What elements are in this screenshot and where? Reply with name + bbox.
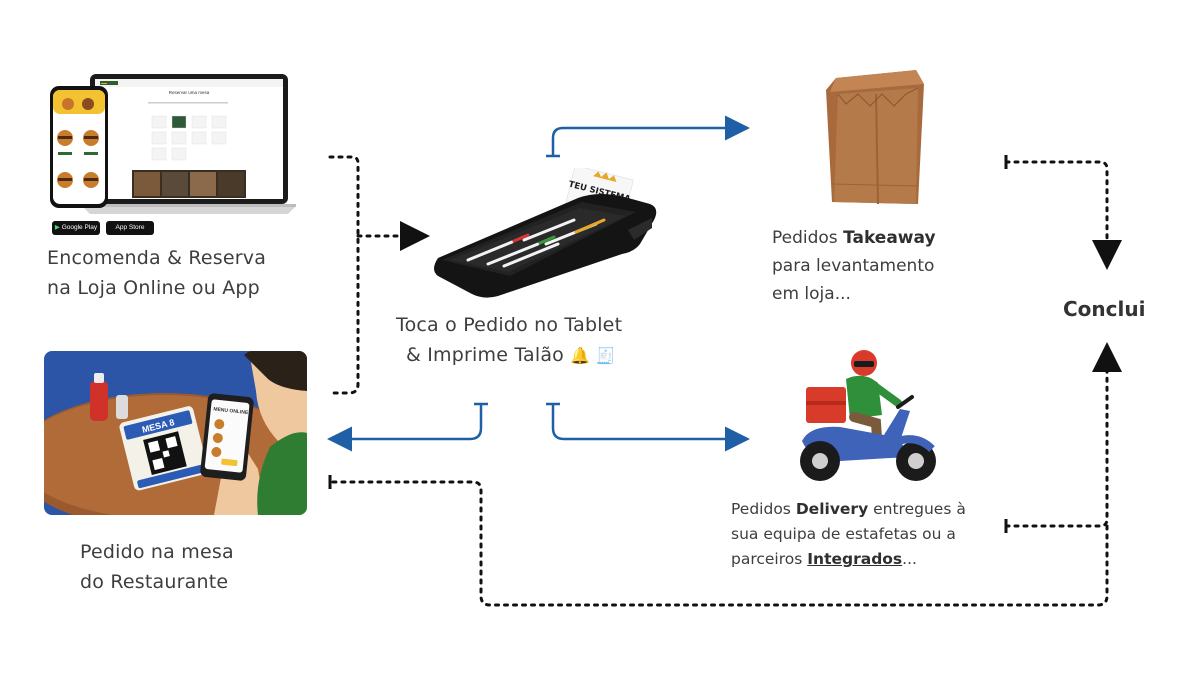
end-label: Conclui xyxy=(1063,297,1146,321)
connector-takeaway-to-end xyxy=(1004,160,1122,270)
arrow-to-delivery xyxy=(551,404,750,452)
takeaway-caption: Pedidos Takeaway para levantamento em lo… xyxy=(772,228,936,304)
takeaway-bag-icon xyxy=(826,70,924,205)
takeaway-keyword: Takeaway xyxy=(843,228,936,248)
online-order-caption: Encomenda & Reserva na Loja Online ou Ap… xyxy=(47,243,327,303)
app-store-badge[interactable]: App Store xyxy=(106,221,154,235)
online-caption-line1: Encomenda & Reserva xyxy=(47,247,267,269)
table-order-caption: Pedido na mesa do Restaurante xyxy=(80,537,340,597)
pos-tablet-illustration: TEU SISTEMA xyxy=(434,168,657,298)
online-order-illustration: Reservar uma mesa xyxy=(50,74,296,214)
connector-end-to-restaurant xyxy=(328,480,1109,607)
laptop-image: Reservar uma mesa xyxy=(82,74,296,214)
tablet-caption-line1: Toca o Pedido no Tablet xyxy=(396,314,623,336)
restaurant-table-illustration: MESA 8 MENU ONLINE xyxy=(44,351,307,515)
delivery-keyword: Delivery xyxy=(795,500,869,518)
phone-image xyxy=(50,86,108,208)
connector-delivery-to-end xyxy=(1004,342,1122,528)
table-caption-line1: Pedido na mesa xyxy=(80,541,234,563)
arrow-to-takeaway xyxy=(551,115,750,156)
online-caption-line2: na Loja Online ou App xyxy=(47,277,260,299)
integrated-partners-link[interactable]: Integrados xyxy=(807,550,903,568)
bell-receipt-icons: 🔔 🧾 xyxy=(570,346,616,365)
phone-menu-title: MENU ONLINE xyxy=(213,406,249,416)
tablet-screen xyxy=(450,208,626,272)
table-card: MESA 8 xyxy=(119,406,209,491)
table-caption-line2: do Restaurante xyxy=(80,571,229,593)
tablet-caption: Toca o Pedido no Tablet & Imprime Talão … xyxy=(396,310,696,371)
tablet-caption-line2: & Imprime Talão xyxy=(406,344,565,366)
delivery-scooter-icon xyxy=(800,350,936,481)
google-play-badge[interactable]: ▶ Google Play xyxy=(52,221,100,235)
store-badges: ▶ Google Play App Store xyxy=(52,221,154,235)
connector-online-to-tablet xyxy=(328,155,360,395)
laptop-title: Reservar uma mesa xyxy=(169,90,210,95)
delivery-caption: Pedidos Delivery entregues à sua equipa … xyxy=(731,500,966,568)
google-play-icon: ▶ xyxy=(54,224,60,231)
arrow-to-table xyxy=(327,404,483,452)
